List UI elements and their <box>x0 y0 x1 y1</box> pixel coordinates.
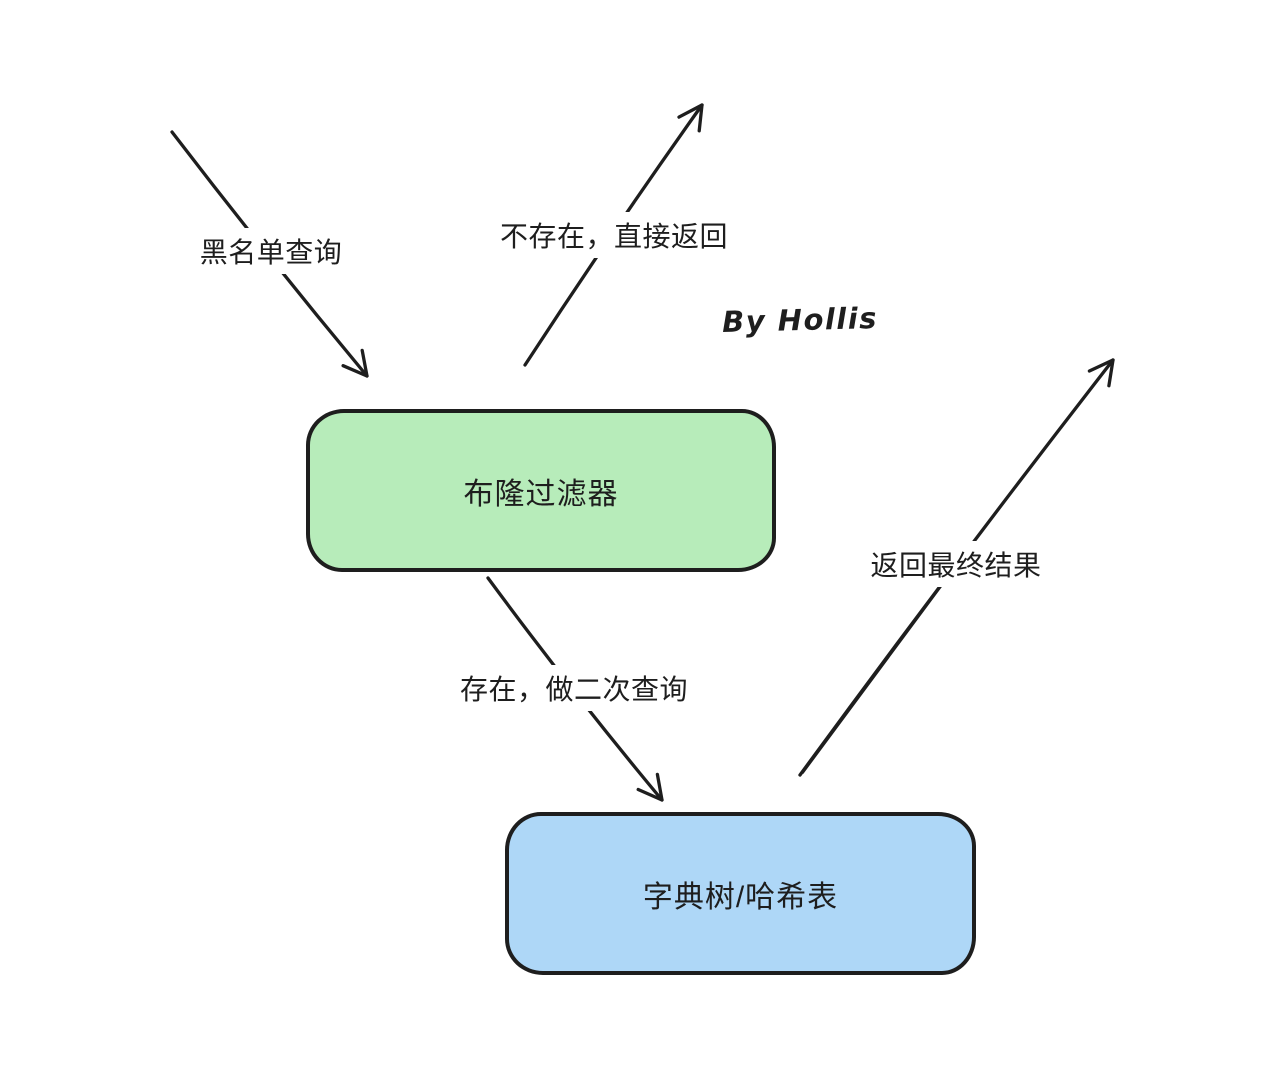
edge-label-blacklist-query: 黑名单查询 <box>191 228 351 274</box>
node-bloom-filter-label: 布隆过滤器 <box>463 477 619 511</box>
node-bloom-filter: 布隆过滤器 <box>306 409 776 572</box>
edge-label-not-exist-return: 不存在，直接返回 <box>491 212 737 258</box>
node-trie-hash-table-label: 字典树/哈希表 <box>642 880 839 914</box>
node-trie-hash-table: 字典树/哈希表 <box>505 812 976 975</box>
edge-label-exists-recheck: 存在，做二次查询 <box>451 665 697 711</box>
author-signature: By Hollis <box>721 300 879 340</box>
edge-label-return-final: 返回最终结果 <box>862 541 1050 587</box>
